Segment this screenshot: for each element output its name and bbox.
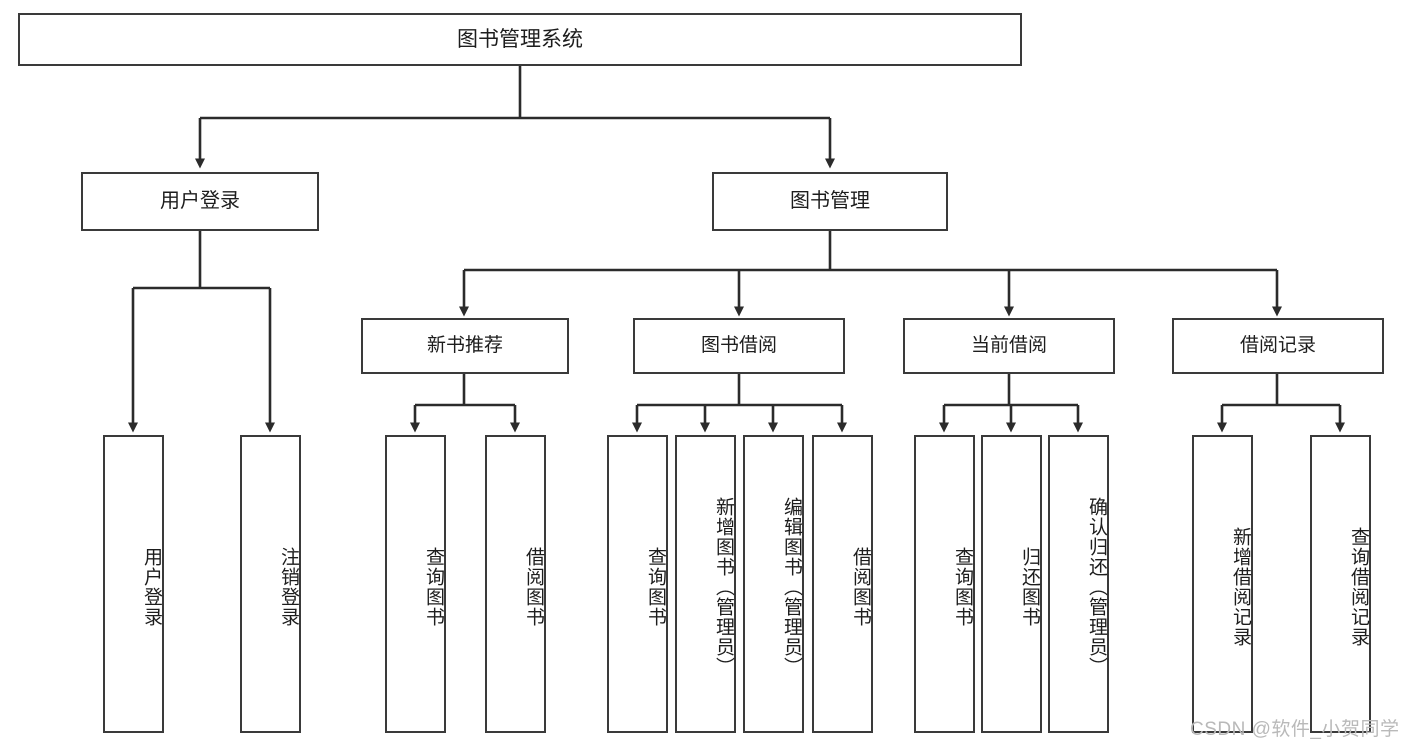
node-user-login[interactable]: 用户登录 xyxy=(81,172,319,231)
leaf-book-borrow-4-label: 借阅图书 xyxy=(850,547,871,627)
leaf-new-book-2-label: 借阅图书 xyxy=(523,547,544,627)
leaf-new-book-1[interactable]: 查询图书 xyxy=(385,435,446,733)
node-root-label: 图书管理系统 xyxy=(457,27,583,51)
leaf-book-borrow-2[interactable]: 新增图书（管理员） xyxy=(675,435,736,733)
leaf-book-borrow-3[interactable]: 编辑图书（管理员） xyxy=(743,435,804,733)
leaf-new-book-2[interactable]: 借阅图书 xyxy=(485,435,546,733)
leaf-borrow-record-2[interactable]: 查询借阅记录 xyxy=(1310,435,1371,733)
watermark-text: CSDN @软件_小贺同学 xyxy=(1190,719,1400,740)
leaf-borrow-record-1[interactable]: 新增借阅记录 xyxy=(1192,435,1253,733)
leaf-book-borrow-3-label: 编辑图书（管理员） xyxy=(781,497,802,677)
leaf-book-borrow-4[interactable]: 借阅图书 xyxy=(812,435,873,733)
node-root[interactable]: 图书管理系统 xyxy=(18,13,1022,66)
leaf-book-borrow-1-label: 查询图书 xyxy=(645,547,666,627)
node-book-manage[interactable]: 图书管理 xyxy=(712,172,948,231)
leaf-user-login-1-label: 用户登录 xyxy=(141,547,162,627)
leaf-borrow-record-1-label: 新增借阅记录 xyxy=(1230,527,1251,647)
node-current-borrow-label: 当前借阅 xyxy=(970,335,1047,357)
node-new-book-recommend-label: 新书推荐 xyxy=(426,335,503,357)
leaf-book-borrow-1[interactable]: 查询图书 xyxy=(607,435,668,733)
leaf-current-borrow-1-label: 查询图书 xyxy=(952,547,973,627)
node-current-borrow[interactable]: 当前借阅 xyxy=(903,318,1115,374)
watermark: CSDN @软件_小贺同学 xyxy=(1190,714,1399,741)
node-borrow-record-label: 借阅记录 xyxy=(1239,335,1316,357)
leaf-current-borrow-2-label: 归还图书 xyxy=(1019,547,1040,627)
node-user-login-label: 用户登录 xyxy=(160,190,240,213)
leaf-book-borrow-2-label: 新增图书（管理员） xyxy=(713,497,734,677)
leaf-current-borrow-1[interactable]: 查询图书 xyxy=(914,435,975,733)
leaf-current-borrow-2[interactable]: 归还图书 xyxy=(981,435,1042,733)
leaf-current-borrow-3-label: 确认归还（管理员） xyxy=(1086,497,1107,677)
leaf-new-book-1-label: 查询图书 xyxy=(423,547,444,627)
node-book-borrow-label: 图书借阅 xyxy=(700,335,777,357)
node-book-borrow[interactable]: 图书借阅 xyxy=(633,318,845,374)
node-borrow-record[interactable]: 借阅记录 xyxy=(1172,318,1384,374)
leaf-current-borrow-3[interactable]: 确认归还（管理员） xyxy=(1048,435,1109,733)
leaf-user-login-2[interactable]: 注销登录 xyxy=(240,435,301,733)
node-new-book-recommend[interactable]: 新书推荐 xyxy=(361,318,569,374)
leaf-user-login-2-label: 注销登录 xyxy=(278,547,299,627)
node-book-manage-label: 图书管理 xyxy=(790,190,870,213)
leaf-borrow-record-2-label: 查询借阅记录 xyxy=(1348,527,1369,647)
leaf-user-login-1[interactable]: 用户登录 xyxy=(103,435,164,733)
